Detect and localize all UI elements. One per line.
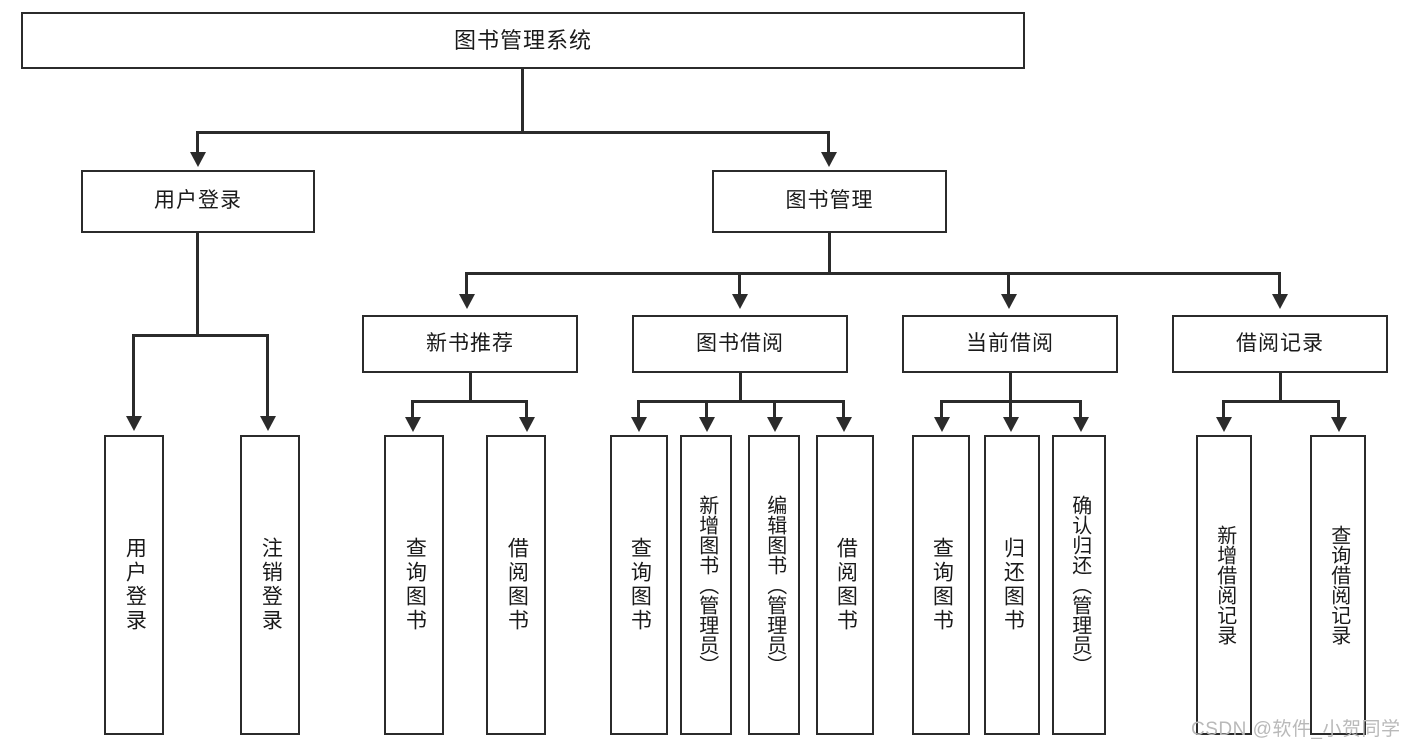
arrow-bm-to-borrow-record <box>1272 294 1288 309</box>
edge-bm-to-new-book <box>465 272 468 296</box>
edge-bb-to-leaf-3 <box>773 400 776 419</box>
leaf-label: 借阅图书 <box>834 537 858 633</box>
leaf-label: 查询图书 <box>628 537 652 633</box>
edge-current-borrow-stem <box>1009 373 1012 402</box>
arrow-bm-to-current-borrow <box>1001 294 1017 309</box>
leaf-user-login-login[interactable]: 用户登录 <box>104 435 164 735</box>
leaf-user-login-logout[interactable]: 注销登录 <box>240 435 300 735</box>
edge-root-to-book-management <box>827 131 830 155</box>
edge-user-login-bus <box>132 334 269 337</box>
leaf-label: 用户登录 <box>123 537 147 633</box>
leaf-new-book-borrow-book[interactable]: 借阅图书 <box>486 435 546 735</box>
edge-cb-to-leaf-2 <box>1009 400 1012 419</box>
edge-book-management-stem <box>828 233 831 274</box>
edge-nb-to-leaf-2 <box>525 400 528 419</box>
node-root-book-management-system[interactable]: 图书管理系统 <box>21 12 1025 69</box>
edge-root-to-user-login <box>196 131 199 155</box>
leaf-label: 借阅图书 <box>505 537 529 633</box>
csdn-watermark: CSDN @软件_小贺同学 <box>1191 719 1401 740</box>
leaf-label: 编辑图书（管理员） <box>763 495 786 675</box>
edge-book-borrow-bus <box>637 400 845 403</box>
leaf-current-borrow-confirm-return-admin[interactable]: 确认归还（管理员） <box>1052 435 1106 735</box>
edge-new-book-stem <box>469 373 472 402</box>
leaf-current-borrow-query-book[interactable]: 查询图书 <box>912 435 970 735</box>
edge-nb-to-leaf-1 <box>411 400 414 419</box>
edge-borrow-record-stem <box>1279 373 1282 402</box>
node-book-management[interactable]: 图书管理 <box>712 170 947 233</box>
edge-user-login-to-leaf-1 <box>132 334 135 418</box>
leaf-book-borrow-borrow-book[interactable]: 借阅图书 <box>816 435 874 735</box>
arrow-nb-to-leaf-2 <box>519 417 535 432</box>
leaf-new-book-query-book[interactable]: 查询图书 <box>384 435 444 735</box>
edge-bb-to-leaf-2 <box>705 400 708 419</box>
node-current-borrow[interactable]: 当前借阅 <box>902 315 1118 373</box>
edge-cb-to-leaf-1 <box>940 400 943 419</box>
node-user-login[interactable]: 用户登录 <box>81 170 315 233</box>
edge-br-to-leaf-2 <box>1337 400 1340 419</box>
leaf-book-borrow-query-book[interactable]: 查询图书 <box>610 435 668 735</box>
leaf-label: 新增借阅记录 <box>1213 525 1236 645</box>
arrow-root-to-user-login <box>190 152 206 167</box>
leaf-label: 查询图书 <box>403 537 427 633</box>
arrow-nb-to-leaf-1 <box>405 417 421 432</box>
leaf-label: 查询图书 <box>930 537 954 633</box>
leaf-label: 查询借阅记录 <box>1327 525 1350 645</box>
edge-new-book-bus <box>411 400 528 403</box>
arrow-bb-to-leaf-3 <box>767 417 783 432</box>
arrow-bm-to-new-book <box>459 294 475 309</box>
node-new-book-recommend[interactable]: 新书推荐 <box>362 315 578 373</box>
edge-borrow-record-bus <box>1222 400 1340 403</box>
edge-cb-to-leaf-3 <box>1079 400 1082 419</box>
arrow-br-to-leaf-2 <box>1331 417 1347 432</box>
arrow-bm-to-book-borrow <box>732 294 748 309</box>
arrow-br-to-leaf-1 <box>1216 417 1232 432</box>
arrow-cb-to-leaf-2 <box>1003 417 1019 432</box>
leaf-label: 确认归还（管理员） <box>1068 495 1091 675</box>
edge-book-management-bus <box>465 272 1281 275</box>
leaf-label: 新增图书（管理员） <box>695 495 718 675</box>
leaf-current-borrow-return-book[interactable]: 归还图书 <box>984 435 1040 735</box>
leaf-borrow-record-query-record[interactable]: 查询借阅记录 <box>1310 435 1366 735</box>
edge-user-login-to-leaf-2 <box>266 334 269 418</box>
edge-book-borrow-stem <box>739 373 742 402</box>
leaf-label: 注销登录 <box>259 537 283 633</box>
edge-bb-to-leaf-1 <box>637 400 640 419</box>
edge-br-to-leaf-1 <box>1222 400 1225 419</box>
node-borrow-record[interactable]: 借阅记录 <box>1172 315 1388 373</box>
edge-bb-to-leaf-4 <box>842 400 845 419</box>
leaf-borrow-record-add-record[interactable]: 新增借阅记录 <box>1196 435 1252 735</box>
arrow-root-to-book-management <box>821 152 837 167</box>
arrow-user-login-to-leaf-1 <box>126 416 142 431</box>
arrow-bb-to-leaf-4 <box>836 417 852 432</box>
edge-bm-to-current-borrow <box>1007 272 1010 296</box>
edge-bm-to-book-borrow <box>738 272 741 296</box>
leaf-book-borrow-add-book-admin[interactable]: 新增图书（管理员） <box>680 435 732 735</box>
arrow-user-login-to-leaf-2 <box>260 416 276 431</box>
edge-user-login-stem <box>196 233 199 336</box>
arrow-cb-to-leaf-1 <box>934 417 950 432</box>
arrow-cb-to-leaf-3 <box>1073 417 1089 432</box>
arrow-bb-to-leaf-2 <box>699 417 715 432</box>
leaf-label: 归还图书 <box>1001 537 1025 633</box>
edge-bm-to-borrow-record <box>1278 272 1281 296</box>
leaf-book-borrow-edit-book-admin[interactable]: 编辑图书（管理员） <box>748 435 800 735</box>
arrow-bb-to-leaf-1 <box>631 417 647 432</box>
node-book-borrow[interactable]: 图书借阅 <box>632 315 848 373</box>
edge-root-bus <box>196 131 830 134</box>
edge-root-stem <box>521 69 524 133</box>
